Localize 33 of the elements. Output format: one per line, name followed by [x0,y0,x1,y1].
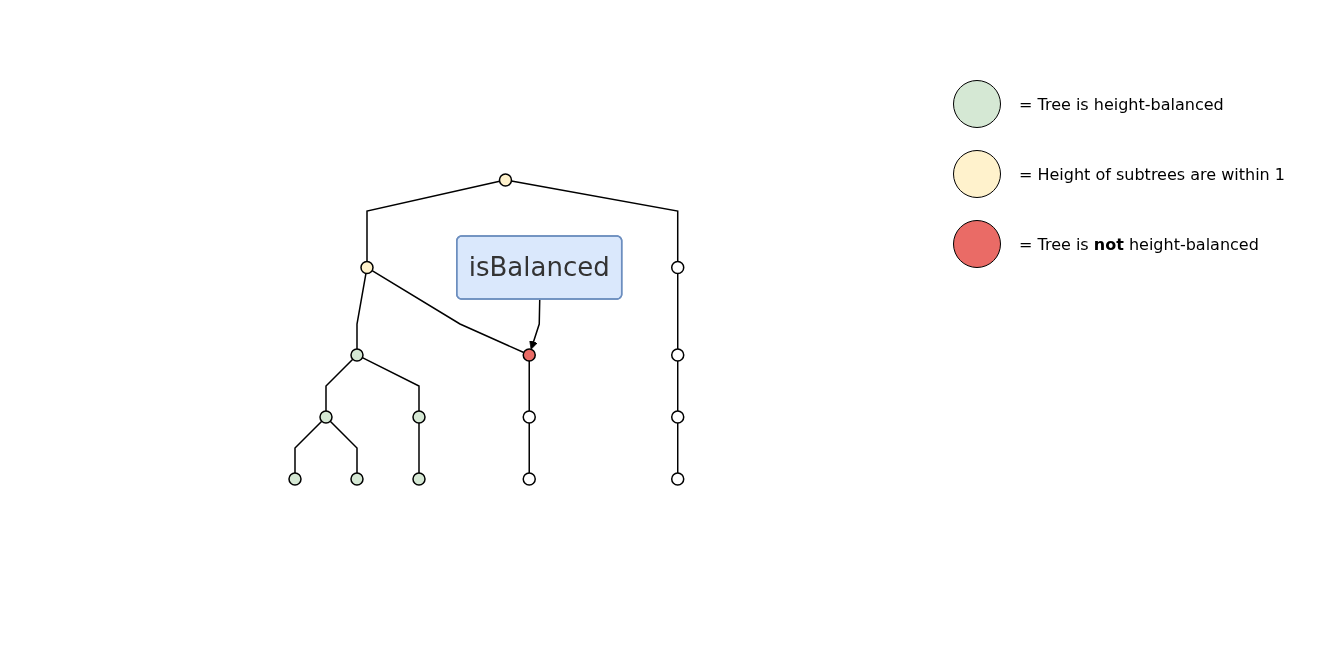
node-circle [350,472,364,486]
connector [325,358,354,412]
node-circle [319,410,333,424]
legend-text: = Height of subtrees are within 1 [1019,164,1285,184]
connector [677,272,679,350]
node-circle [288,472,302,486]
node-circle [412,410,426,424]
connector [677,422,679,474]
connector [677,360,679,412]
node-circle [350,348,364,362]
node-circle [671,472,685,486]
node-circle [498,173,513,187]
connector [294,420,323,474]
connector [371,269,525,354]
legend-text: = Tree is not height-balanced [1019,234,1259,254]
connector [528,422,531,474]
connector [510,180,679,263]
node-circle [522,348,537,362]
node-circle [360,260,374,275]
node-circle [671,260,685,275]
connector [528,360,531,412]
node-circle [522,472,537,486]
connector [329,420,358,474]
connector [361,356,420,412]
node-circle [671,348,685,362]
node-circle [671,410,685,424]
node-circle [522,410,537,424]
connector [366,180,501,263]
node-circle [412,472,426,486]
connector [356,272,367,350]
legend-text: = Tree is height-balanced [1019,94,1224,114]
arrow [529,298,541,350]
connector [418,422,420,474]
